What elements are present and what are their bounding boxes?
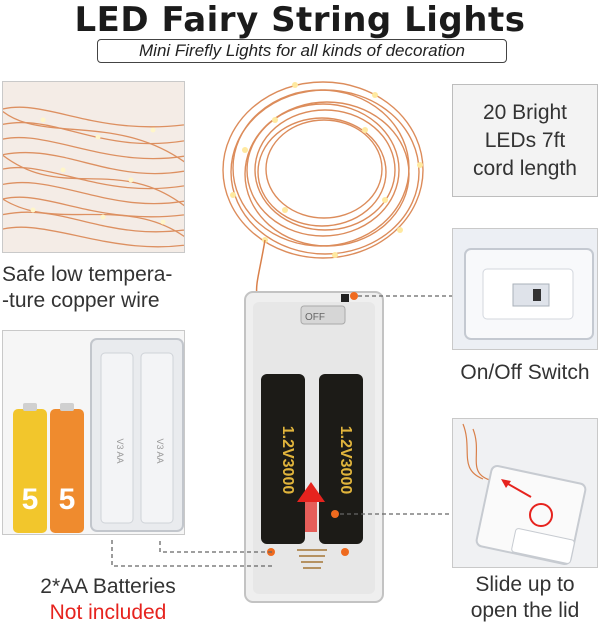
copper-wire-photo (2, 81, 185, 253)
switch-caption: On/Off Switch (460, 361, 590, 384)
switch-closeup-photo (452, 228, 598, 350)
not-included-label: Not included (49, 601, 167, 624)
led-spec-box: 20 Bright LEDs 7ft cord length (452, 84, 598, 197)
battery-callout-dot-right (341, 548, 349, 556)
switch-callout-dot (350, 292, 358, 300)
lid-slide-photo (452, 418, 598, 568)
battery-callout-dot-left (267, 548, 275, 556)
batteries-caption-line1: 2*AA Batteries (40, 575, 176, 598)
led-spec-line1: 20 Bright (482, 101, 568, 124)
copper-wire-caption-line1: Safe low tempera- (2, 263, 173, 286)
batteries-caption: 2*AA Batteries Not included (8, 574, 208, 626)
lid-caption-line2: open the lid (470, 599, 580, 622)
slide-arrow-icon (297, 482, 325, 502)
product-image: OFF 1.2V3000 1.2V3000 (222, 81, 424, 603)
led-spec-line3: cord length (473, 157, 577, 180)
switch-marking: OFF (305, 312, 325, 323)
lid-caption-line1: Slide up to (475, 573, 575, 596)
battery-left (261, 374, 305, 544)
lid-callout-dot (331, 510, 339, 518)
page-title: LED Fairy String Lights (74, 0, 526, 40)
led-spec-line2: LEDs 7ft (484, 129, 566, 152)
case-marking-right: V3 AA (155, 438, 165, 463)
battery-left-text: 1.2V3000 (279, 426, 296, 495)
page-subtitle: Mini Firefly Lights for all kinds of dec… (97, 39, 507, 63)
case-marking-left: V3 AA (115, 438, 125, 463)
lid-caption: Slide up to open the lid (446, 572, 600, 624)
copper-wire-caption: Safe low tempera- -ture copper wire (2, 262, 202, 314)
orange-battery-number: 5 (59, 483, 76, 516)
battery-right-text: 1.2V3000 (337, 426, 354, 495)
led-dots (230, 82, 423, 258)
copper-coil (222, 81, 424, 259)
yellow-battery-number: 5 (22, 483, 39, 516)
batteries-photo: V3 AA V3 AA 5 5 (2, 330, 185, 535)
copper-wire-caption-line2: -ture copper wire (2, 289, 160, 312)
battery-right (319, 374, 363, 544)
